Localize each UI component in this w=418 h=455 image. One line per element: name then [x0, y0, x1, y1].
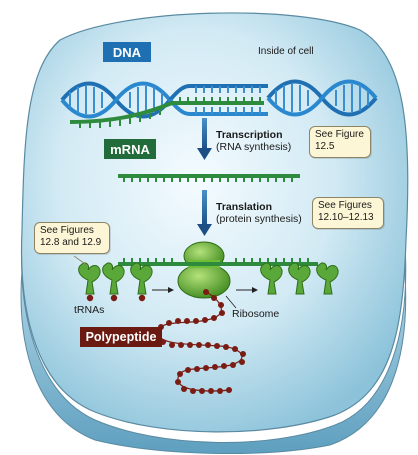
trna-callout-line2: 12.8 and 12.9 — [40, 237, 102, 248]
trna-callout-leader — [73, 255, 89, 267]
cell-rim — [20, 239, 407, 455]
polypeptide-label: Polypeptide — [85, 330, 157, 344]
mrna-label: mRNA — [110, 141, 150, 157]
dna-tag: DNA — [103, 42, 151, 62]
trna-icon — [316, 262, 339, 295]
trna-icon — [130, 262, 153, 302]
trna-callout-line1: See Figures — [40, 225, 94, 236]
translation-arrow — [197, 190, 212, 236]
nascent-mrna — [69, 97, 264, 128]
transcription-label: Transcription (RNA synthesis) — [216, 129, 291, 153]
translation-title: Translation — [216, 201, 273, 213]
transcription-arrow — [197, 118, 212, 160]
ribosome-icon — [177, 241, 231, 299]
inside-cell-label: Inside of cell — [258, 46, 314, 57]
translation-callout: See Figures 12.10–12.13 — [312, 197, 384, 229]
translation-label: Translation (protein synthesis) — [216, 201, 302, 225]
trna-icon — [288, 262, 311, 295]
transcription-title: Transcription — [216, 129, 283, 141]
trna-group-right — [236, 262, 339, 295]
trna-icon — [78, 262, 101, 302]
transcription-callout-line2: 12.5 — [315, 141, 335, 152]
trna-group-left — [78, 262, 174, 302]
mrna-strand — [118, 174, 300, 182]
transcription-callout: See Figure 12.5 — [309, 126, 371, 158]
transcription-subtitle: (RNA synthesis) — [216, 141, 292, 154]
transcription-callout-line1: See Figure — [315, 129, 364, 140]
trna-icon — [102, 262, 125, 302]
dna-label: DNA — [112, 44, 142, 60]
polypeptide-tag: Polypeptide — [80, 327, 162, 347]
translation-callout-line2: 12.10–12.13 — [318, 212, 374, 223]
ribosome-label: Ribosome — [232, 308, 280, 320]
translation-subtitle: (protein synthesis) — [216, 213, 302, 226]
mrna-tag: mRNA — [104, 139, 156, 159]
trna-icon — [260, 262, 283, 295]
trnas-label: tRNAs — [74, 304, 105, 316]
trna-callout: See Figures 12.8 and 12.9 — [34, 222, 110, 254]
translation-callout-line1: See Figures — [318, 200, 372, 211]
dna-double-helix — [60, 79, 378, 119]
ribosome-leader — [225, 295, 237, 309]
